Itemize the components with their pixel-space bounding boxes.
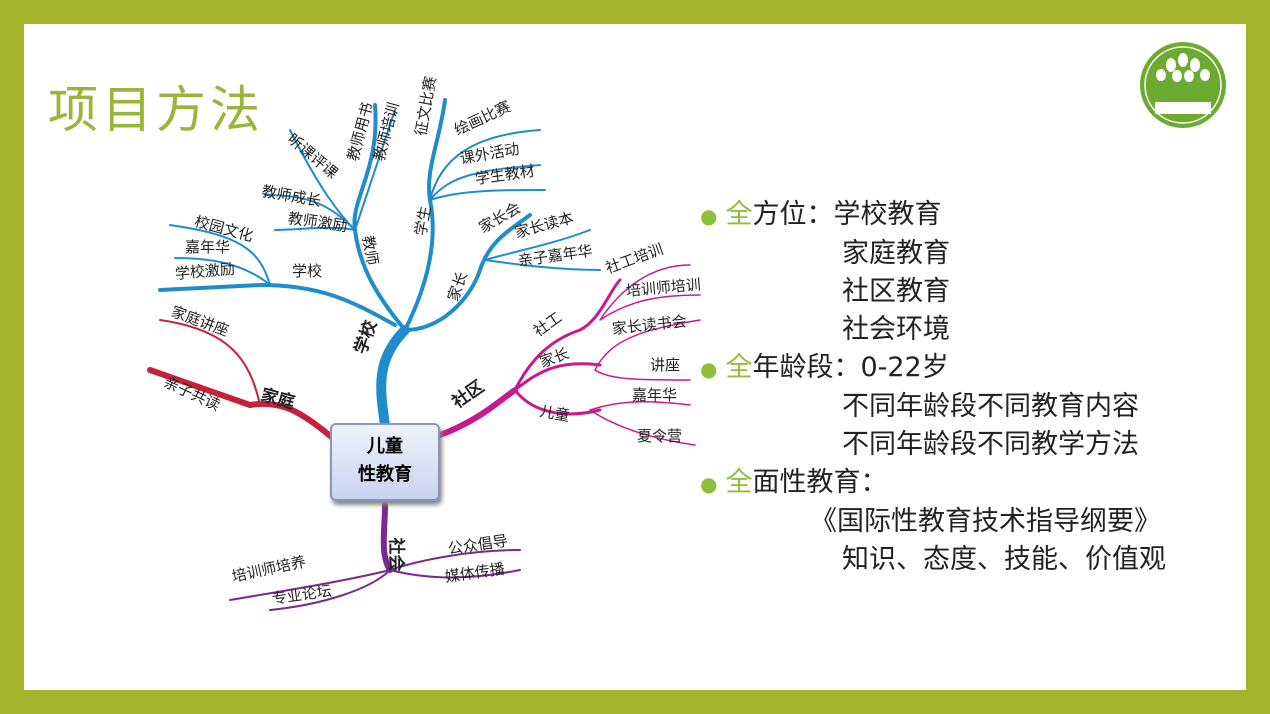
bullet-subline: 家庭教育 xyxy=(842,238,950,269)
node-society: 社会 xyxy=(385,537,406,572)
node-school-sub: 学校 xyxy=(292,262,323,280)
bullet-item: ● 全方位：学校教育 xyxy=(700,196,1166,235)
center-node: 儿童性教育 xyxy=(330,423,440,501)
bullet-accent: 全 xyxy=(725,467,753,498)
leaf: 嘉年华 xyxy=(185,238,231,256)
branch-school-trunk xyxy=(376,325,410,430)
bullet-subline: 社会环境 xyxy=(842,314,950,345)
bullet-accent: 全 xyxy=(725,352,753,383)
bullet-subline: 《国际性教育技术指导纲要》 xyxy=(810,506,1161,537)
leaf: 夏令营 xyxy=(637,427,683,445)
center-line1: 儿童 xyxy=(367,436,403,457)
bullet-subline: 不同年龄段不同教育内容 xyxy=(842,391,1139,422)
bullet-text: 年龄段：0-22岁 xyxy=(752,352,949,383)
center-line2: 性教育 xyxy=(358,464,412,485)
bullet-text: 方位：学校教育 xyxy=(752,199,942,230)
bullet-item: ● 全面性教育： xyxy=(700,464,1166,503)
bullet-accent: 全 xyxy=(725,199,753,230)
bullet-item: ● 全年龄段：0-22岁 xyxy=(700,349,1166,388)
bullet-list: ●全方位：学校教育 家庭教育 社区教育 社会环境 ●全年龄段：0-22岁 不同年… xyxy=(700,196,1166,579)
bullet-subline: 社区教育 xyxy=(842,276,950,307)
page-title: 项目方法 xyxy=(48,81,264,139)
slide xyxy=(24,24,1246,690)
leaf: 嘉年华 xyxy=(632,386,678,404)
bullet-subline: 不同年龄段不同教学方法 xyxy=(842,429,1139,460)
bullet-dot-icon: ● xyxy=(700,204,718,228)
bullet-text: 面性教育： xyxy=(752,467,888,498)
bullet-subline: 知识、态度、技能、价值观 xyxy=(842,544,1166,575)
logo xyxy=(1140,42,1226,128)
bullet-dot-icon: ● xyxy=(700,357,718,381)
leaf: 讲座 xyxy=(650,356,681,374)
bullet-dot-icon: ● xyxy=(700,472,718,496)
